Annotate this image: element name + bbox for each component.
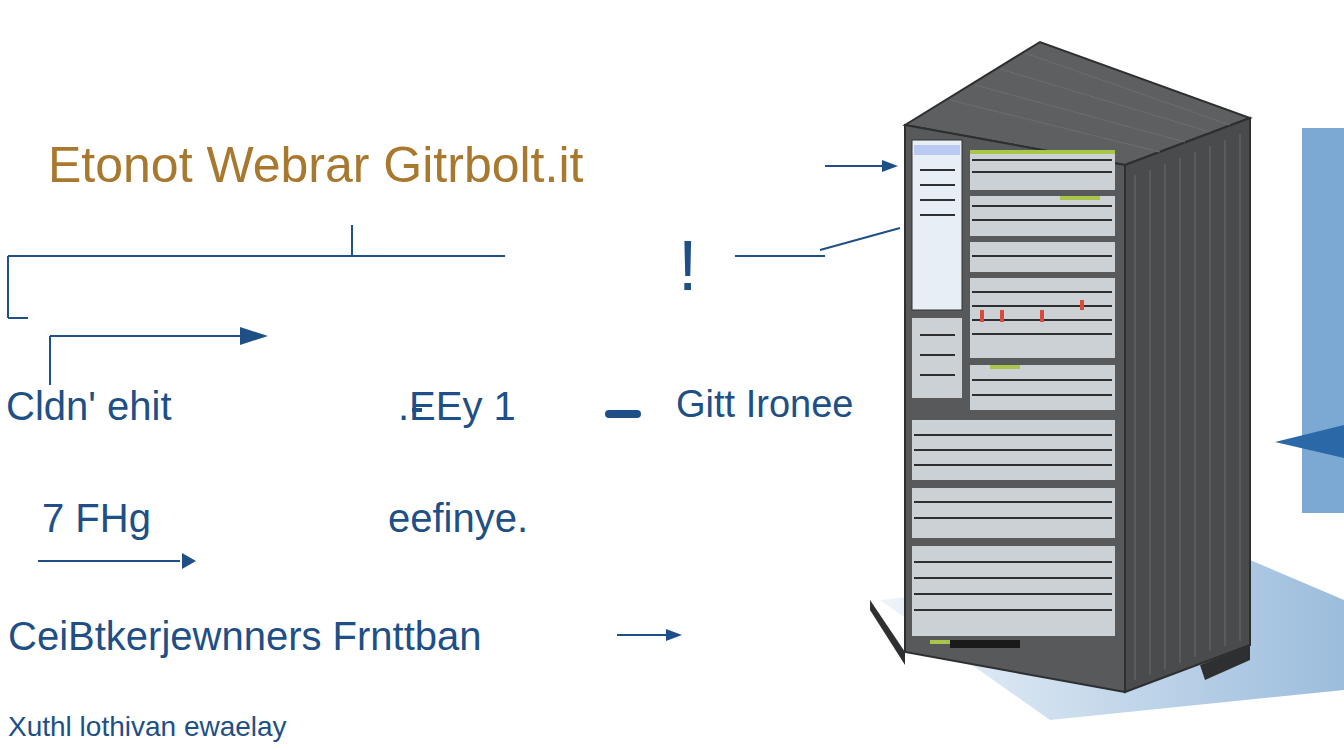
diagram-label: Xuthl lothivan ewaelay [8,712,287,743]
arrow-heads [182,160,898,641]
arrow-head [1275,425,1344,458]
diagram-label: CeiBtkerjewnners Frnttban [8,614,482,658]
panel-gap [1292,128,1302,513]
diagram-label: 7 FHg [42,496,151,540]
diagram-label: Cldn' ehit [6,384,172,428]
server-rack [870,42,1250,692]
diagram-label: eefinye. [388,496,528,540]
diagram-label: Gitt Ironee [676,384,853,426]
diagram-title: Etonot Webrar Gitrbolt.it [48,138,583,193]
diagram-label: ! [678,228,697,305]
diagram-label: .EEy 1 [398,384,516,428]
